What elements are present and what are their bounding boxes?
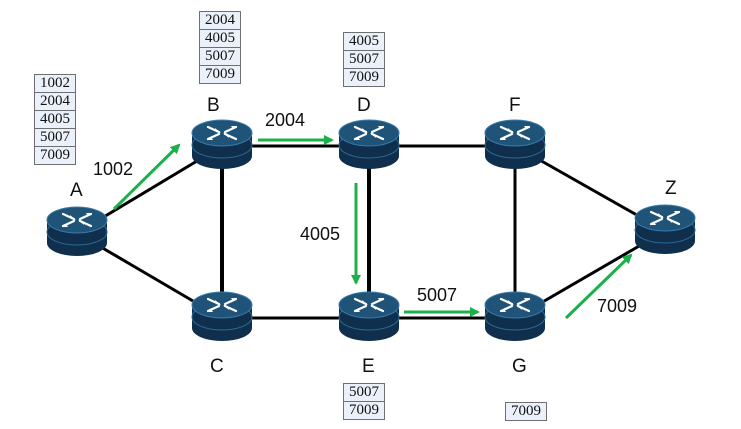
label-cell: 4005 [199,29,241,48]
label-cell: 7009 [34,146,76,165]
label-cell: 4005 [343,32,385,51]
label-cell: 7009 [343,401,385,420]
label-cell: 5007 [199,47,241,66]
flow-label-d-e: 4005 [300,224,341,244]
flow-label-b-d: 2004 [265,110,306,130]
label-table-d: 4005 5007 7009 [343,32,385,87]
label-cell: 2004 [199,11,241,30]
node-label-f: F [509,95,521,116]
flow-arrow-a-b [112,143,181,211]
router-f[interactable] [484,118,546,174]
node-label-b: B [207,95,220,116]
router-icon [634,204,696,254]
node-label-e: E [362,356,375,377]
flow-label-a-b: 1002 [93,159,134,179]
label-table-g: 7009 [505,402,547,421]
label-cell: 5007 [343,50,385,69]
router-a[interactable] [46,205,108,261]
label-cell: 2004 [34,92,76,111]
label-cell: 7009 [343,68,385,87]
node-label-z: Z [665,178,677,199]
router-d[interactable] [338,118,400,174]
node-label-c: C [210,356,224,377]
label-cell: 5007 [34,128,76,147]
label-cell: 1002 [34,74,76,93]
flow-label-g-z: 7009 [597,296,638,316]
label-cell: 5007 [343,383,385,402]
router-c[interactable] [191,290,253,346]
label-cell: 7009 [199,65,241,84]
router-e[interactable] [338,290,400,346]
router-icon [191,291,253,341]
label-cell: 7009 [505,402,547,421]
label-cell: 4005 [34,110,76,129]
router-z[interactable] [634,203,696,259]
router-icon [338,291,400,341]
flow-label-e-g: 5007 [417,285,458,305]
node-label-g: G [512,356,527,377]
router-icon [46,206,108,256]
node-label-d: D [357,95,371,116]
label-table-a: 1002 2004 4005 5007 7009 [34,74,76,165]
label-table-b: 2004 4005 5007 7009 [199,11,241,84]
router-icon [191,119,253,169]
label-table-e: 5007 7009 [343,383,385,420]
router-icon [484,291,546,341]
node-label-a: A [70,180,83,201]
router-b[interactable] [191,118,253,174]
router-g[interactable] [484,290,546,346]
flow-arrow-g-z [564,253,633,320]
router-icon [484,119,546,169]
router-icon [338,119,400,169]
